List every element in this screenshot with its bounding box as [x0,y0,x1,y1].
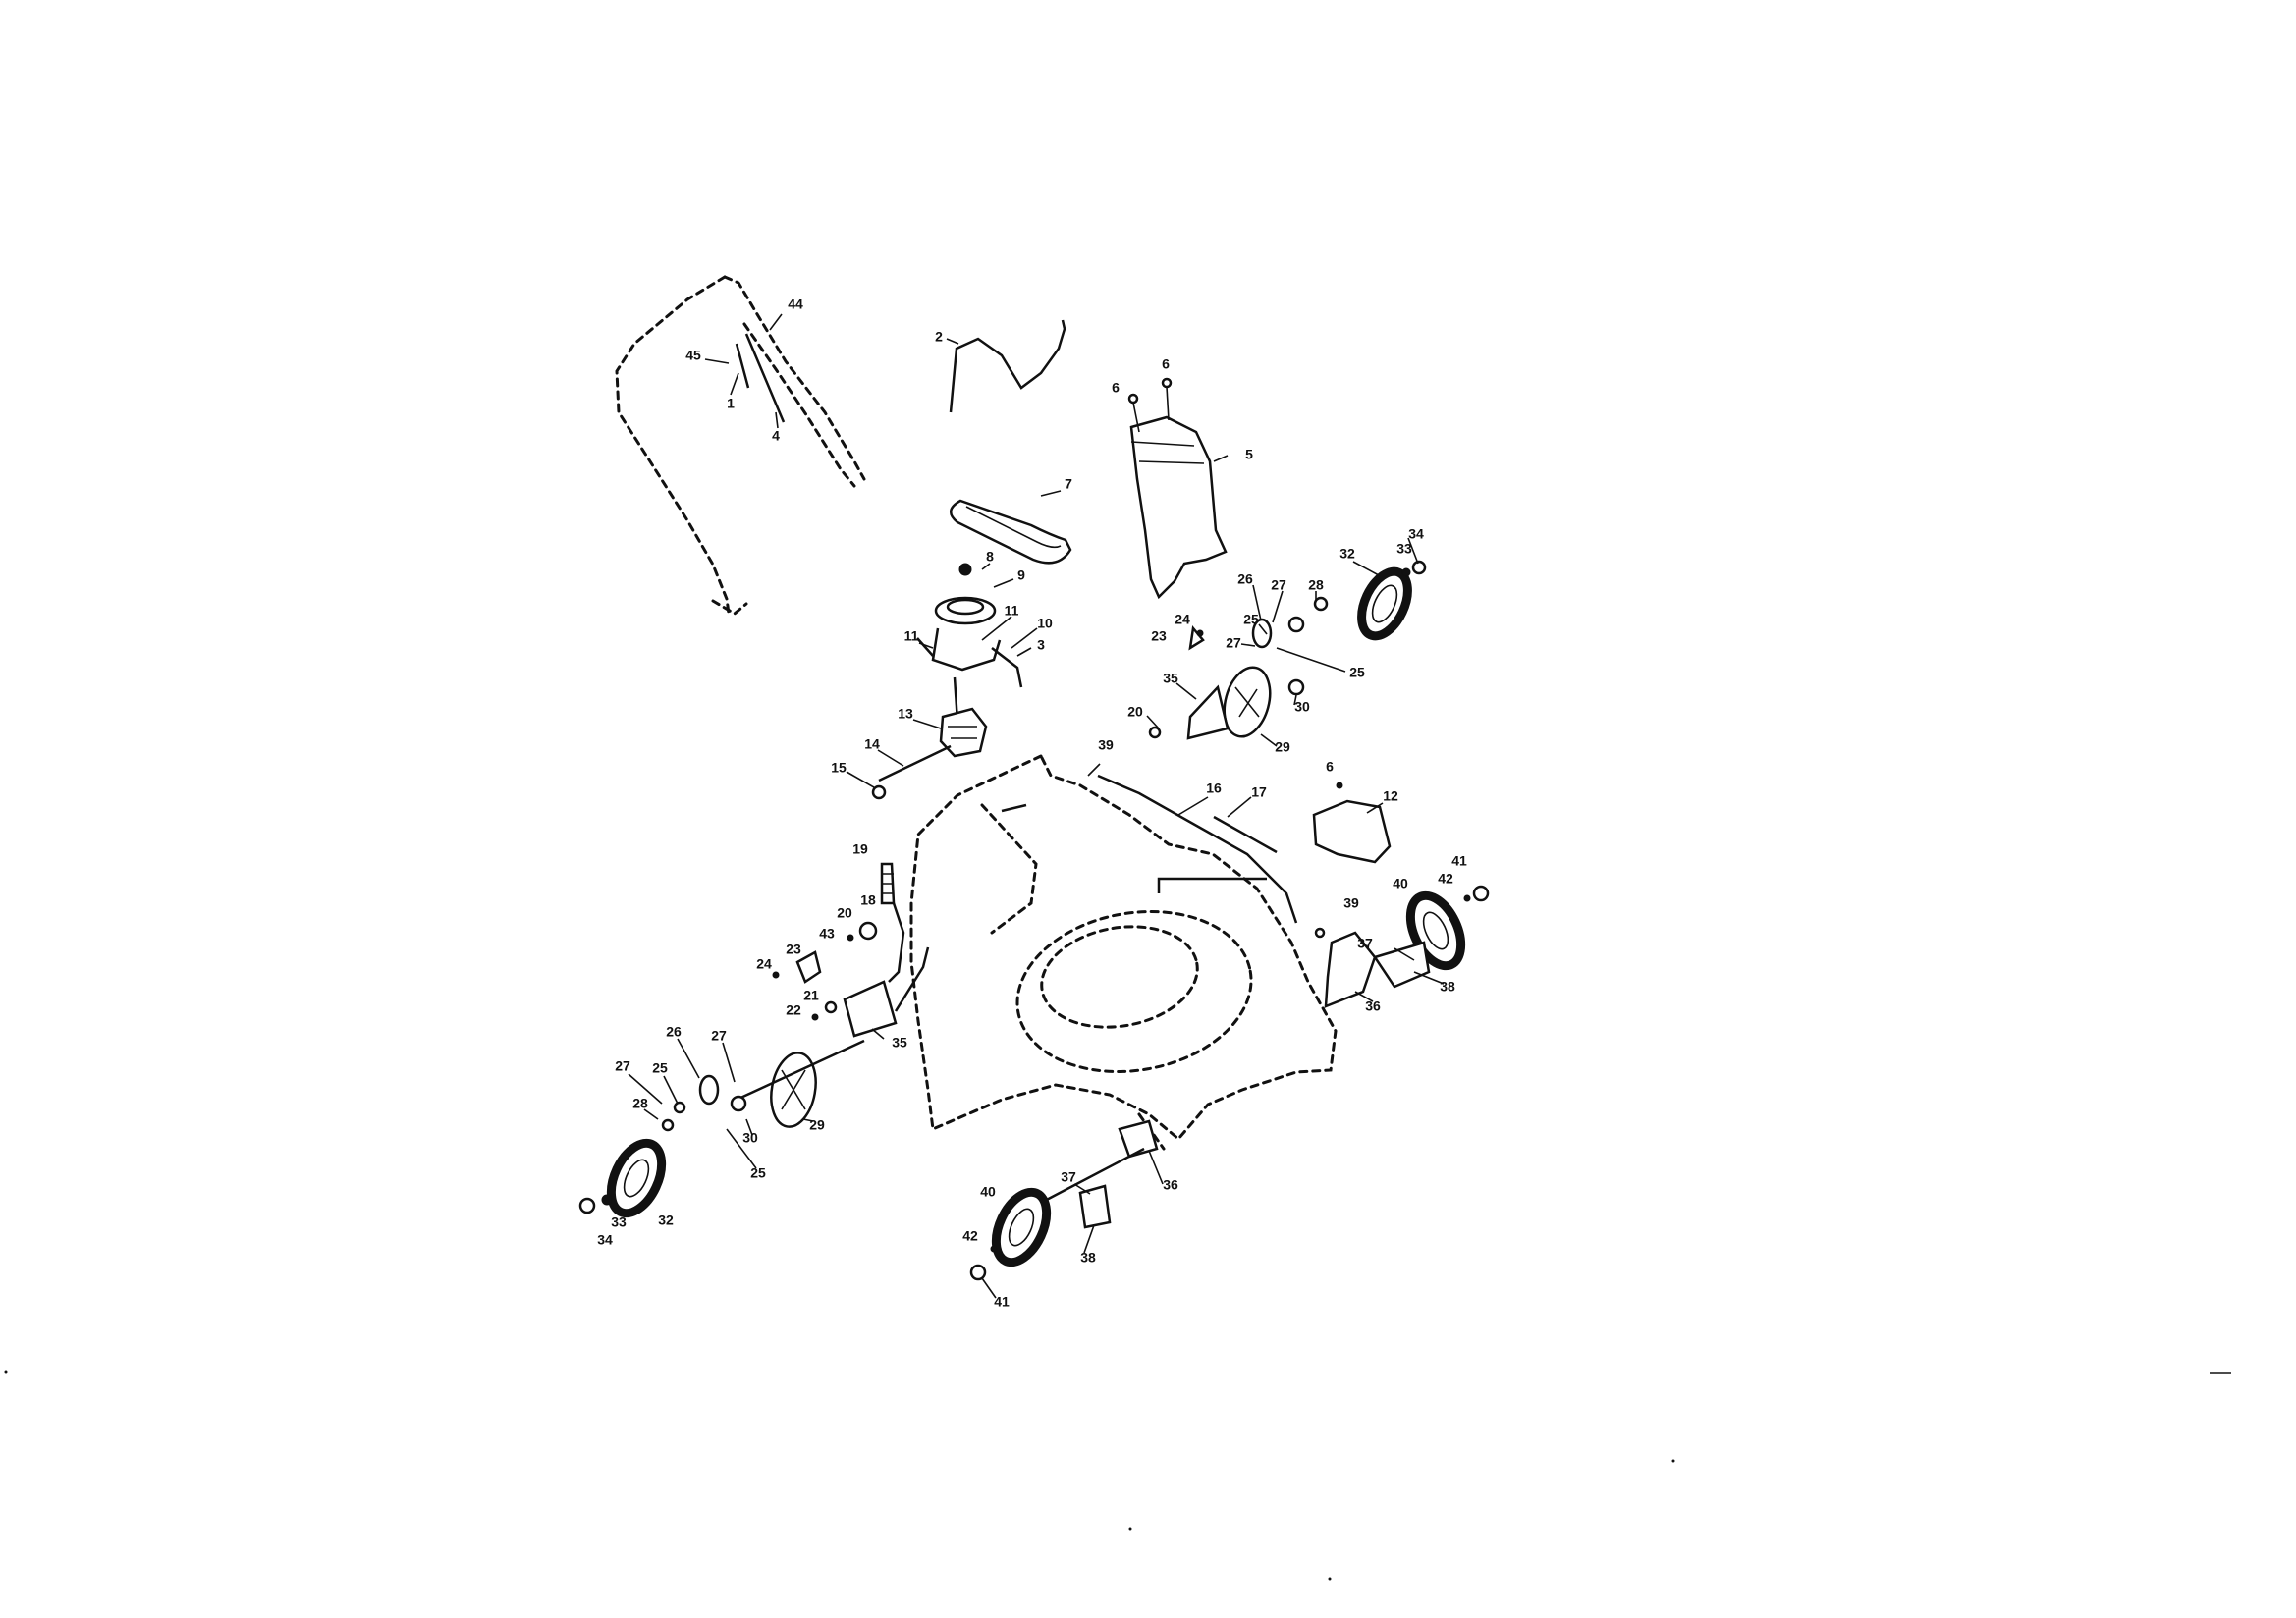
part-callout: 6 [1162,356,1170,372]
part-callout: 35 [1163,671,1178,686]
part-callout: 4 [772,428,780,444]
part-callout: 11 [1005,603,1019,619]
part-callout: 32 [1339,546,1355,562]
part-callout: 10 [1037,616,1053,631]
height-adjuster-left [772,862,930,1040]
part-callout: 25 [1243,612,1259,627]
part-callout: 22 [786,1002,801,1018]
drive-belt [950,490,1072,565]
part-callout: 29 [809,1117,825,1133]
part-callout: 33 [611,1214,627,1230]
handle-assembly [615,275,866,616]
part-callout: 36 [1365,998,1381,1014]
part-callout: 28 [1308,577,1324,593]
part-callout: 38 [1440,979,1455,995]
rear-wheel-left [578,1038,865,1218]
part-callout: 35 [892,1035,907,1051]
part-callout: 43 [819,926,835,942]
height-rod [1087,763,1298,924]
part-callout: 27 [1271,577,1286,593]
scan-marks [4,1370,2231,1581]
part-callout: 7 [1065,476,1072,492]
part-callout: 15 [831,760,847,776]
part-callout: 30 [1294,699,1310,715]
part-callout: 16 [1206,781,1222,796]
part-callout: 26 [1237,571,1253,587]
part-callout: 44 [788,297,803,312]
part-callout: 33 [1396,541,1412,557]
part-callout: 11 [904,628,919,644]
part-callout: 20 [1127,704,1143,720]
part-callout: 29 [1275,739,1290,755]
transmission-assembly [846,563,1038,800]
part-callout: 25 [750,1165,766,1181]
part-callout: 2 [935,329,943,345]
front-wheel-left [969,1119,1164,1299]
part-callout: 45 [685,348,701,363]
part-callout: 41 [994,1294,1010,1310]
part-callout: 40 [1393,876,1408,891]
part-callout: 23 [786,942,801,957]
part-callout: 32 [658,1213,674,1228]
part-callout: 25 [652,1060,668,1076]
part-callout: 17 [1251,784,1267,800]
part-callout: 27 [615,1058,630,1074]
part-callout: 14 [864,736,880,752]
part-callout: 27 [1226,635,1241,651]
part-callout: 34 [597,1232,613,1248]
part-callout: 24 [1175,612,1190,627]
front-wheel-right [1314,885,1490,1008]
chute-cover [1127,377,1229,600]
part-callout: 30 [742,1130,758,1146]
part-callout: 23 [1151,628,1167,644]
part-callout: 6 [1326,759,1334,775]
part-callout: 26 [666,1024,682,1040]
part-callout: 39 [1343,895,1359,911]
height-adjuster-right [1146,625,1305,747]
part-callout: 36 [1163,1177,1178,1193]
part-callout: 25 [1349,665,1365,680]
part-callout: 42 [1438,871,1453,887]
part-callout: 13 [898,706,913,722]
bracket [1312,782,1392,864]
part-callout: 19 [852,841,868,857]
part-callout: 18 [860,892,876,908]
control-rod [946,319,1066,413]
part-callout: 39 [1098,737,1114,753]
mower-deck [909,754,1338,1151]
part-callout: 5 [1245,447,1253,462]
part-callout: 40 [980,1184,996,1200]
part-callout: 37 [1357,936,1373,951]
part-callout: 9 [1017,567,1025,583]
part-callout: 21 [803,988,819,1003]
part-callout: 38 [1080,1250,1096,1266]
part-callout: 12 [1383,788,1398,804]
part-callout: 20 [837,905,852,921]
part-callout: 6 [1112,380,1120,396]
part-callout: 42 [962,1228,978,1244]
part-callout: 1 [727,396,735,411]
part-callout: 34 [1408,526,1424,542]
part-callout: 28 [632,1096,648,1111]
part-callout: 24 [756,956,772,972]
part-callout: 37 [1061,1169,1076,1185]
part-callout: 3 [1037,637,1045,653]
part-callout: 8 [986,549,994,565]
rear-wheel-right [1240,537,1427,673]
part-callout: 27 [711,1028,727,1044]
part-callout: 41 [1451,853,1467,869]
